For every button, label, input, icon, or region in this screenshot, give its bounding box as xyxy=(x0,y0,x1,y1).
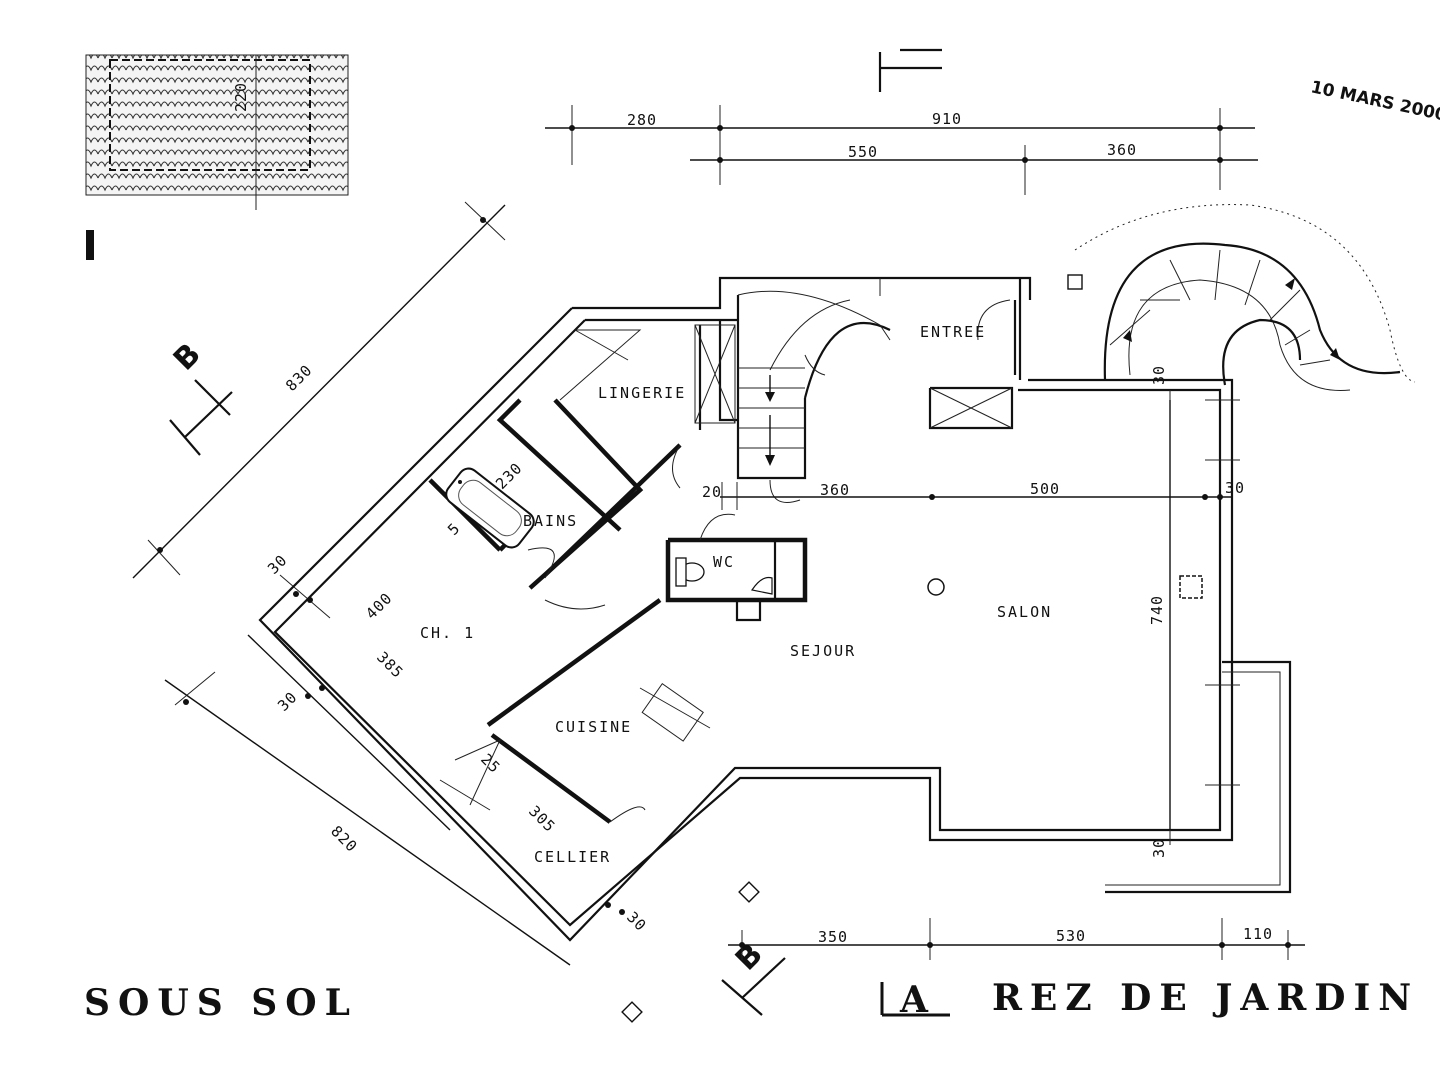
dim-mid-500: 500 xyxy=(1030,480,1060,498)
dim-diag-30a: 30 xyxy=(264,551,291,578)
dim-bottom-530: 530 xyxy=(1056,927,1086,945)
room-label-sejour: SEJOUR xyxy=(790,642,856,660)
exterior-staircase xyxy=(1067,204,1416,391)
interior-staircase xyxy=(736,290,891,480)
dim-top-280: 280 xyxy=(627,111,657,129)
dim-diag-25: 25 xyxy=(477,750,504,777)
section-mark-left: B xyxy=(167,337,208,378)
dim-top-910: 910 xyxy=(932,110,962,128)
dim-diag-820: 820 xyxy=(327,822,361,856)
room-label-salon: SALON xyxy=(997,603,1052,621)
dim-mid-20: 20 xyxy=(702,483,722,501)
dim-right-30b: 30 xyxy=(1150,838,1168,858)
dim-diag-5: 5 xyxy=(444,519,464,539)
title-rez-de-jardin: REZ DE JARDIN xyxy=(992,977,1419,1019)
dim-mid-30: 30 xyxy=(1225,479,1245,497)
section-marker-bottom xyxy=(621,881,786,1023)
ceiling-light-symbol xyxy=(927,578,945,596)
dim-diag-305: 305 xyxy=(525,802,559,836)
basement-inset: 220 xyxy=(85,54,349,260)
room-label-lingerie: LINGERIE xyxy=(598,384,686,402)
room-label-ch1: CH. 1 xyxy=(420,624,475,642)
storage-crosses xyxy=(439,324,736,811)
dim-diag-30b: 30 xyxy=(274,688,301,715)
dim-top-360: 360 xyxy=(1107,141,1137,159)
dim-bottom-30: 30 xyxy=(623,908,650,935)
basement-marker xyxy=(86,230,94,260)
chimney-symbol xyxy=(1179,575,1203,599)
stamp-date: 10 MARS 2000 xyxy=(1309,77,1440,125)
dim-mid-360: 360 xyxy=(820,481,850,499)
bathtub xyxy=(445,467,535,549)
section-mark-bottom: B xyxy=(729,937,770,978)
middle-dimensions xyxy=(720,482,1232,510)
right-dimensions xyxy=(1169,399,1240,830)
dim-bottom-350: 350 xyxy=(818,928,848,946)
dim-basement-220: 220 xyxy=(232,82,250,112)
room-label-entree: ENTREE xyxy=(920,323,986,341)
room-label-bains: BAINS xyxy=(523,512,578,530)
diagonal-dimensions xyxy=(132,201,625,966)
dim-diag-830: 830 xyxy=(282,361,316,395)
room-label-cuisine: CUISINE xyxy=(555,718,632,736)
dim-bottom-110: 110 xyxy=(1243,925,1273,943)
building-outline xyxy=(258,276,1234,942)
bottom-dimensions xyxy=(728,918,1305,960)
dim-top-550: 550 xyxy=(848,143,878,161)
dim-right-30a: 30 xyxy=(1150,365,1168,385)
section-marker-left xyxy=(169,379,233,456)
dim-right-740: 740 xyxy=(1148,595,1166,625)
room-label-wc: WC xyxy=(713,553,735,571)
terrace-outline xyxy=(1105,660,1292,894)
dim-diag-400: 400 xyxy=(362,589,396,623)
section-marker-top xyxy=(878,48,942,92)
doors xyxy=(527,299,1017,823)
wc-fixtures xyxy=(675,557,773,595)
top-dimensions xyxy=(545,105,1258,195)
room-label-cellier: CELLIER xyxy=(534,848,611,866)
title-sous-sol: SOUS SOL xyxy=(84,982,358,1024)
terrace-inner xyxy=(1105,671,1281,886)
dim-diag-385: 385 xyxy=(373,648,407,682)
